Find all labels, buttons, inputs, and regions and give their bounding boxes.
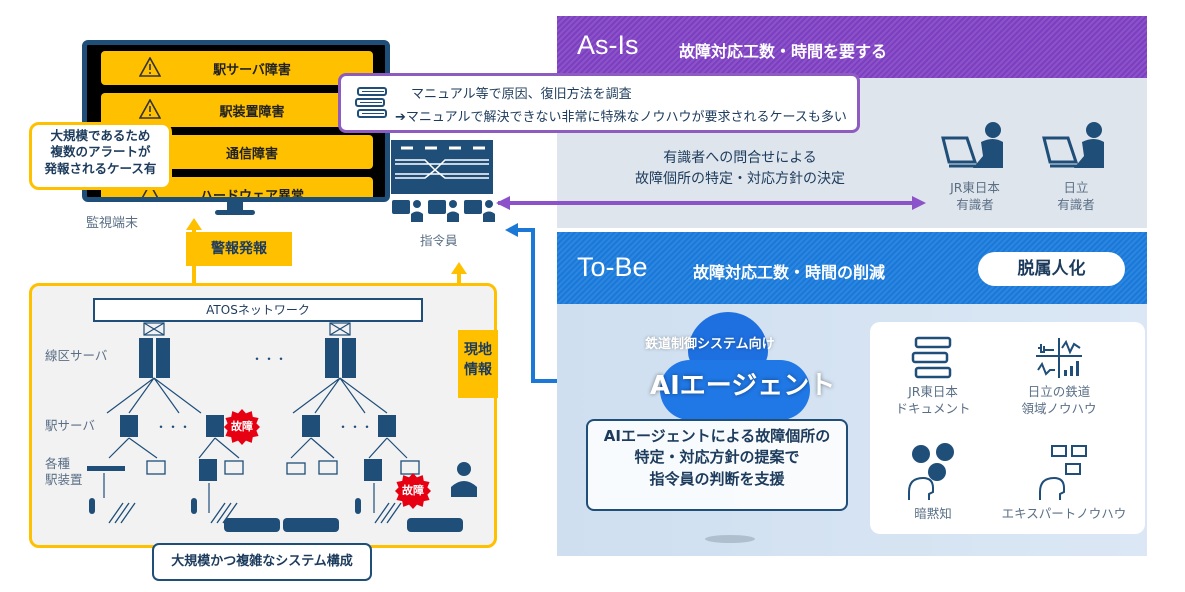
manual-line-1: マニュアル等で原因、復旧方法を調査	[411, 87, 632, 102]
line-server-icon	[325, 338, 339, 378]
alarm-arrow-head	[186, 218, 202, 230]
station-devices-label: 各種 駅装置	[45, 456, 83, 487]
field-worker-icon	[457, 462, 471, 476]
warning-icon	[141, 183, 159, 197]
monitor-stand	[227, 202, 243, 212]
track-switch-icon	[374, 502, 402, 524]
to-be-title: To-Be	[577, 252, 648, 282]
person-laptop-icon	[941, 122, 1003, 168]
signal-icon	[191, 498, 197, 514]
atos-network-bar: ATOSネットワーク	[93, 298, 423, 322]
laptop-device-icon	[286, 462, 306, 475]
line-server-icon	[342, 338, 356, 378]
multiple-alerts-callout: 大規模であるため 複数のアラートが 発報されるケース有	[29, 122, 172, 190]
line-server-label: 線区サーバ	[45, 348, 108, 363]
to-be-subtitle: 故障対応工数・時間の削減	[693, 263, 886, 282]
warning-icon	[139, 99, 161, 119]
device-rack-icon	[199, 459, 217, 481]
alarm-issued-label: 警報発報	[186, 232, 292, 266]
expert-jr-east: JR東日本 有識者	[935, 120, 1015, 213]
warning-icon	[139, 57, 161, 77]
station-server-icon	[302, 415, 320, 437]
monitor-device-icon	[318, 460, 338, 475]
station-server-icon	[120, 415, 138, 437]
monitor-device-icon	[400, 460, 420, 475]
line-server-icon	[156, 338, 170, 378]
line-server-icon	[139, 338, 153, 378]
network-device-icon	[87, 466, 125, 471]
local-info-label: 現地 情報	[458, 330, 498, 398]
alert-station-server[interactable]: 駅サーバ障害	[101, 51, 373, 85]
knowledge-jr-documents: JR東日本 ドキュメント	[878, 336, 988, 417]
track-switch-icon	[210, 502, 238, 524]
as-is-subtitle: 故障対応工数・時間を要する	[679, 42, 888, 61]
system-caption: 大規模かつ複雑なシステム構成	[152, 543, 372, 581]
analytics-icon	[1036, 338, 1082, 378]
books-icon	[355, 87, 387, 118]
expert-knowledge-icon	[1039, 445, 1087, 500]
station-server-label: 駅サーバ	[45, 418, 95, 433]
switch-icon	[329, 322, 351, 336]
robot-body-icon	[660, 360, 810, 420]
network-topology-diagram: ・・・ ・・・ ・・・	[87, 322, 477, 532]
local-info-arrow-head	[451, 262, 467, 274]
knowledge-sources-panel: JR東日本 ドキュメント 日立の鉄道 領域ノウハウ 暗黙知 エキスパートノウハウ	[870, 322, 1145, 534]
signal-icon	[89, 498, 95, 514]
ellipsis: ・・・	[251, 352, 287, 366]
dispatch-board	[391, 140, 493, 194]
ai-agent-description: AIエージェントによる故障個所の 特定・対応方針の提案で 指令員の判断を支援	[586, 419, 848, 511]
as-is-title: As-Is	[577, 30, 639, 60]
blue-arrow-head-left	[505, 223, 518, 237]
person-laptop-icon	[1042, 122, 1104, 168]
ellipsis: ・・・	[337, 420, 373, 434]
monitor-base	[215, 210, 255, 215]
expert-hitachi: 日立 有識者	[1036, 120, 1116, 213]
track-switch-icon	[108, 502, 136, 524]
track-diagram-icon	[395, 146, 489, 179]
device-rack-icon	[364, 459, 382, 481]
de-personalization-badge: 脱属人化	[978, 252, 1125, 286]
dispatchers-icon	[392, 200, 495, 222]
knowledge-tacit: 暗黙知	[888, 442, 978, 523]
ai-agent-title: AIエージェント	[650, 371, 836, 401]
dispatcher-label: 指令員	[420, 233, 458, 248]
knowledge-expert: エキスパートノウハウ	[994, 442, 1134, 523]
train-icon	[407, 518, 463, 532]
books-icon	[911, 336, 952, 379]
station-server-icon	[206, 415, 224, 437]
ellipsis: ・・・	[155, 420, 191, 434]
ai-agent-subtitle: 鉄道制御システム向け	[645, 337, 775, 352]
signal-icon	[355, 498, 361, 514]
tacit-knowledge-icon	[908, 443, 954, 500]
monitor-label: 監視端末	[86, 216, 139, 231]
train-icon	[283, 518, 339, 532]
alert-station-device[interactable]: 駅装置障害	[101, 93, 373, 127]
as-is-header	[557, 16, 1147, 78]
monitor-device-icon	[146, 460, 166, 475]
robot-shadow	[705, 535, 755, 543]
monitor-device-icon	[224, 460, 244, 475]
manual-investigation-callout: マニュアル等で原因、復旧方法を調査 ➔マニュアルで解決できない非常に特殊なノウハ…	[338, 73, 860, 133]
manual-line-2: ➔マニュアルで解決できない非常に特殊なノウハウが要求されるケースも多い	[395, 110, 847, 125]
train-icon	[224, 518, 280, 532]
expert-inquiry-message: 有識者への問合せによる 故障個所の特定・対応方針の決定	[635, 150, 845, 187]
switch-icon	[143, 322, 165, 336]
knowledge-hitachi-railway: 日立の鉄道 領域ノウハウ	[994, 336, 1124, 417]
station-server-icon	[378, 415, 396, 437]
